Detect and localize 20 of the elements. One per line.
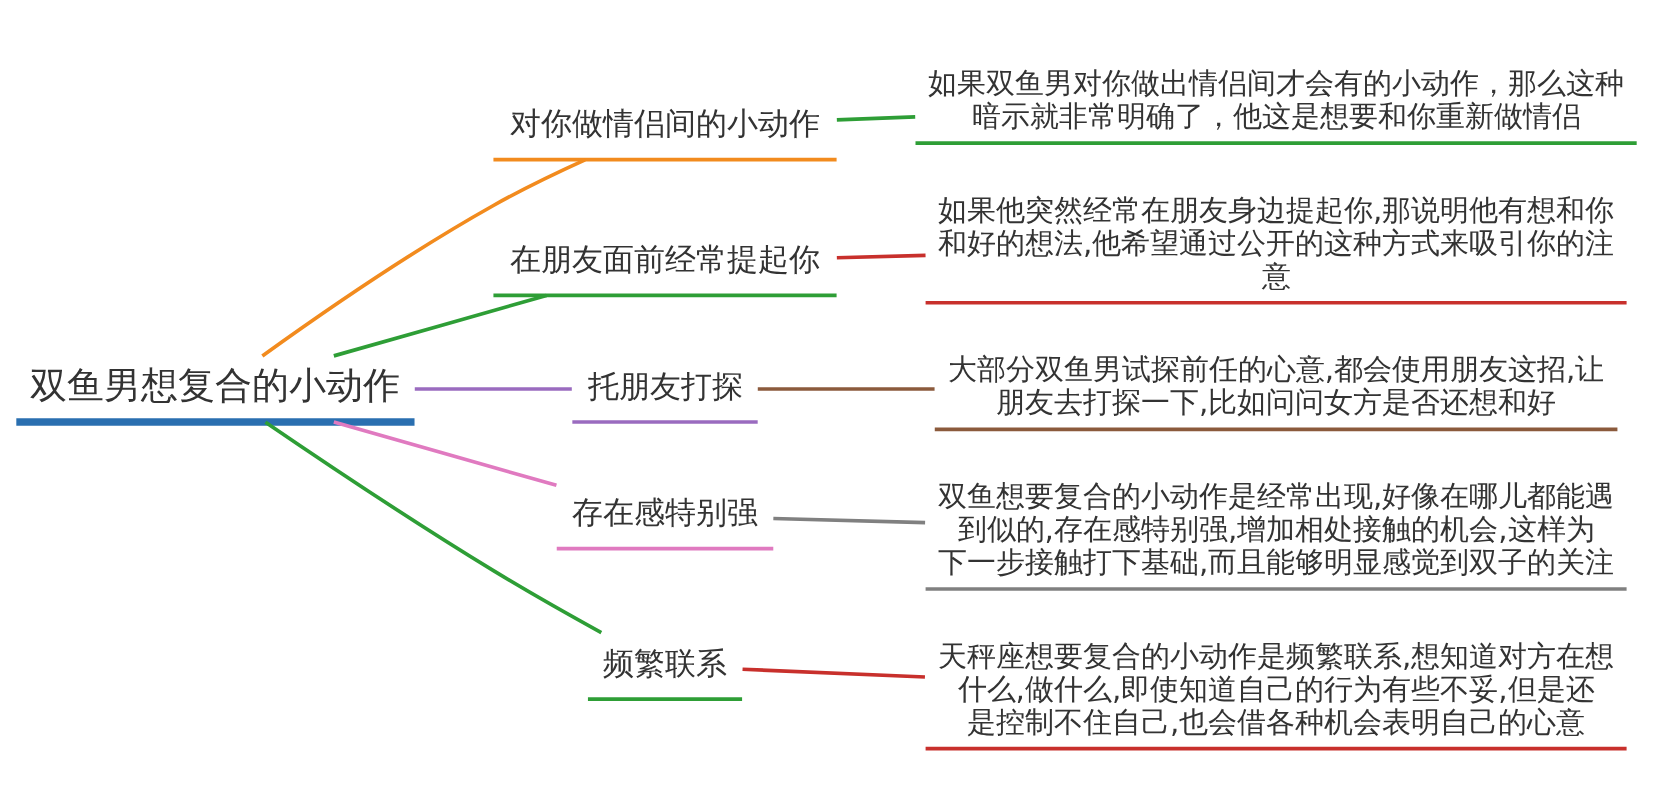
node-text: 对你做情侣间的小动作	[510, 105, 821, 141]
connector	[773, 516, 926, 524]
connector	[836, 114, 916, 122]
connector	[414, 386, 572, 391]
node-text: 双鱼想要复合的小动作是经常出现,好像在哪儿都能遇到似的,存在感特别强,增加相处接触的机会,这样为下一步接触打下基础,而且能够明显感觉到双子的关注	[937, 478, 1615, 579]
connector	[742, 666, 926, 679]
node-text: 如果他突然经常在朋友身边提起你,那说明他有想和你和好的想法,他希望通过公开的这种方式来吸引你的注意	[937, 192, 1615, 293]
node-text: 天秤座想要复合的小动作是频繁联系,想知道对方在想什么,做什么,即使知道自己的行为有些不妥,但是还是控制不住自己,也会借各种机会表明自己的心意	[937, 638, 1615, 739]
node-text: 大部分双鱼男试探前任的心意,都会使用朋友这招,让朋友去打探一下,比如问问女方是否还想和好	[947, 351, 1605, 419]
connector	[333, 293, 547, 358]
node-text: 频繁联系	[603, 645, 728, 681]
connector	[757, 386, 935, 391]
node-text: 双鱼男想复合的小动作	[30, 364, 401, 406]
node-text: 在朋友面前经常提起你	[510, 241, 821, 277]
node-text: 如果双鱼男对你做出情侣间才会有的小动作，那么这种暗示就非常明确了，他这是想要和你重新做情侣	[928, 65, 1625, 133]
connector	[836, 253, 926, 260]
connector	[333, 419, 557, 487]
node-text: 存在感特别强	[572, 494, 759, 530]
connector	[264, 420, 603, 634]
node-text: 托朋友打探	[587, 368, 743, 404]
